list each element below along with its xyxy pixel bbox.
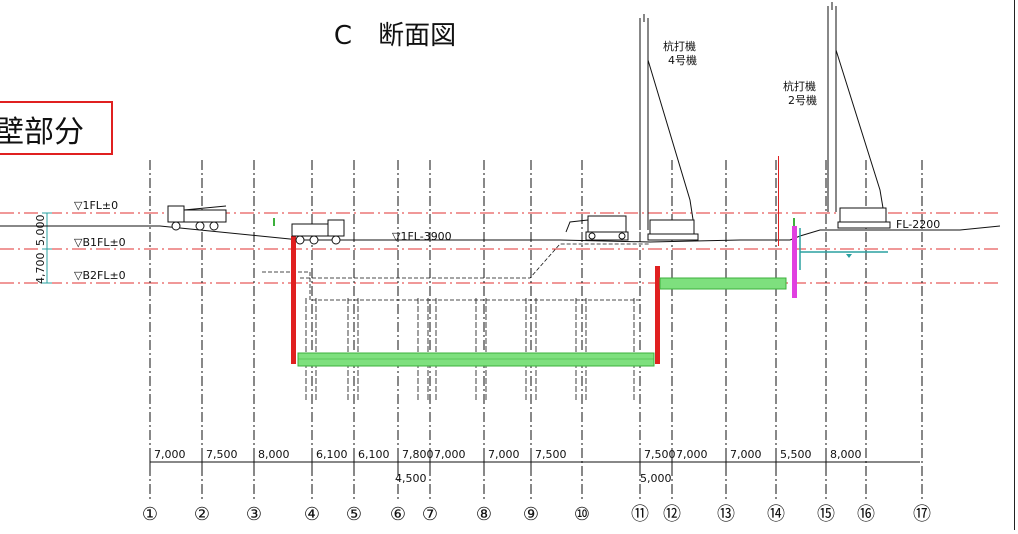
gridline-marker: ⑩ <box>574 504 590 525</box>
gridline-marker: ④ <box>304 504 320 525</box>
dump-truck-icon-2 <box>291 219 345 245</box>
gridline-marker: ⑭ <box>767 504 785 525</box>
level-b2fl-label: ▽B2FL±0 <box>74 269 126 282</box>
water-level <box>799 228 888 270</box>
frame-border <box>1014 0 1015 530</box>
gridline-marker: ⑪ <box>631 504 649 525</box>
vertical-dimensions: 5,000 4,700 <box>34 212 52 285</box>
marker-green-right <box>793 218 795 226</box>
level-fl-2200-label: FL-2200 <box>896 218 940 231</box>
gridline-marker: ⑮ <box>817 504 835 525</box>
piles <box>305 298 635 400</box>
span-label: 6,100 <box>316 448 348 461</box>
gridline-marker: ⑰ <box>913 504 931 525</box>
span-label: 7,500 <box>644 448 676 461</box>
span-label: 5,500 <box>780 448 812 461</box>
svg-text:4号機: 4号機 <box>668 53 697 67</box>
span-label: 7,800 <box>402 448 434 461</box>
gridline-marker: ③ <box>246 504 262 525</box>
gridline-marker: ② <box>194 504 210 525</box>
pile-section-magenta <box>792 226 797 298</box>
svg-text:杭打機: 杭打機 <box>783 79 816 93</box>
span-label: 7,000 <box>154 448 186 461</box>
svg-text:2号機: 2号機 <box>788 93 817 107</box>
shoring-wall-left <box>291 236 296 364</box>
dim-4700: 4,700 <box>34 253 47 285</box>
span-label: 7,500 <box>535 448 567 461</box>
excavator-icon <box>565 215 629 241</box>
gridline-marker: ⑯ <box>857 504 875 525</box>
gridline-marker: ⑧ <box>476 504 492 525</box>
sub-span-5000: 5,000 <box>640 472 672 485</box>
drawing-title: C 断面図 <box>334 21 456 51</box>
pile-driver-rig-4-icon <box>639 14 699 241</box>
red-marker-line <box>778 156 779 246</box>
gridline-marker: ⑬ <box>717 504 735 525</box>
ground-line <box>0 225 1001 243</box>
callout-border <box>0 101 113 155</box>
level-1fl-3900-label: ▽1FL-3900 <box>392 230 452 243</box>
gridline-marker: ⑤ <box>346 504 362 525</box>
span-label: 7,000 <box>676 448 708 461</box>
level-b1fl-label: ▽B1FL±0 <box>74 236 126 249</box>
span-label: 7,500 <box>206 448 238 461</box>
gridline-marker: ⑫ <box>663 504 681 525</box>
gridline-marker: ⑦ <box>422 504 438 525</box>
base-slab <box>297 352 655 367</box>
pile-driver-rig-2-icon <box>827 2 891 229</box>
rig-4-label: 杭打機 4号機 <box>663 39 697 67</box>
b1-slab <box>659 277 787 290</box>
callout-label: 壁部分 <box>0 115 84 150</box>
marker-green-left <box>273 218 275 226</box>
excavation-outline <box>262 243 650 301</box>
span-label: 8,000 <box>830 448 862 461</box>
sub-span-4500: 4,500 <box>395 472 427 485</box>
dim-5000: 5,000 <box>34 215 47 247</box>
dump-truck-icon <box>167 205 227 231</box>
gridline-marker: ⑥ <box>390 504 406 525</box>
gridline-marker: ① <box>142 504 158 525</box>
datum-lines <box>0 212 1000 284</box>
gridline-marker: ⑨ <box>523 504 539 525</box>
span-label: 8,000 <box>258 448 290 461</box>
span-label: 7,000 <box>488 448 520 461</box>
shoring-wall-right <box>655 266 660 364</box>
wall-portion-callout: 壁部分 <box>0 101 113 155</box>
level-1fl-label: ▽1FL±0 <box>74 199 118 212</box>
svg-text:杭打機: 杭打機 <box>663 39 696 53</box>
span-label: 7,000 <box>730 448 762 461</box>
span-label: 7,000 <box>434 448 466 461</box>
span-label: 6,100 <box>358 448 390 461</box>
rig-2-label: 杭打機 2号機 <box>783 79 817 107</box>
